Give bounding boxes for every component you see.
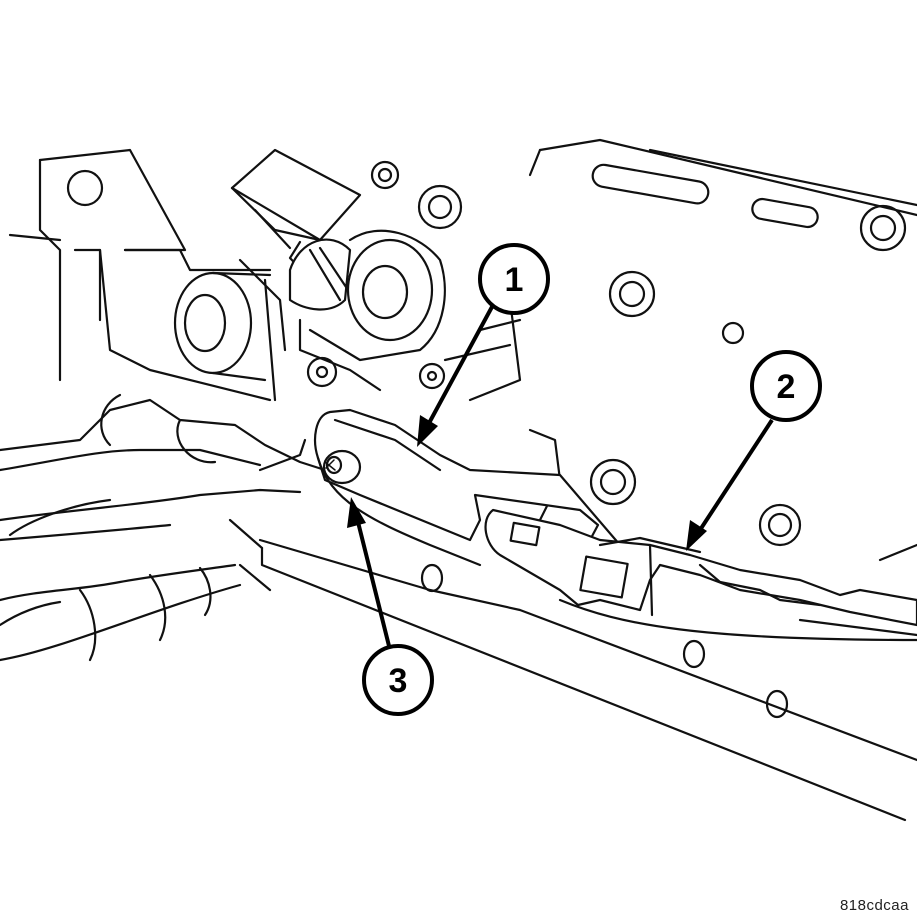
callout-3: 3 xyxy=(362,644,434,716)
retaining-nut xyxy=(322,449,362,485)
leader-lines xyxy=(347,304,774,651)
callout-2-number: 2 xyxy=(777,368,796,406)
callout-1-number: 1 xyxy=(505,261,524,299)
callout-3-number: 3 xyxy=(389,662,408,700)
shift-cable xyxy=(484,508,917,642)
linkage-housing xyxy=(8,148,446,402)
wiring-harness xyxy=(0,393,327,662)
transmission-case xyxy=(228,138,917,822)
figure-reference-code: 818cdcaa xyxy=(839,897,909,914)
callout-1: 1 xyxy=(478,243,550,315)
callout-2: 2 xyxy=(750,350,822,422)
